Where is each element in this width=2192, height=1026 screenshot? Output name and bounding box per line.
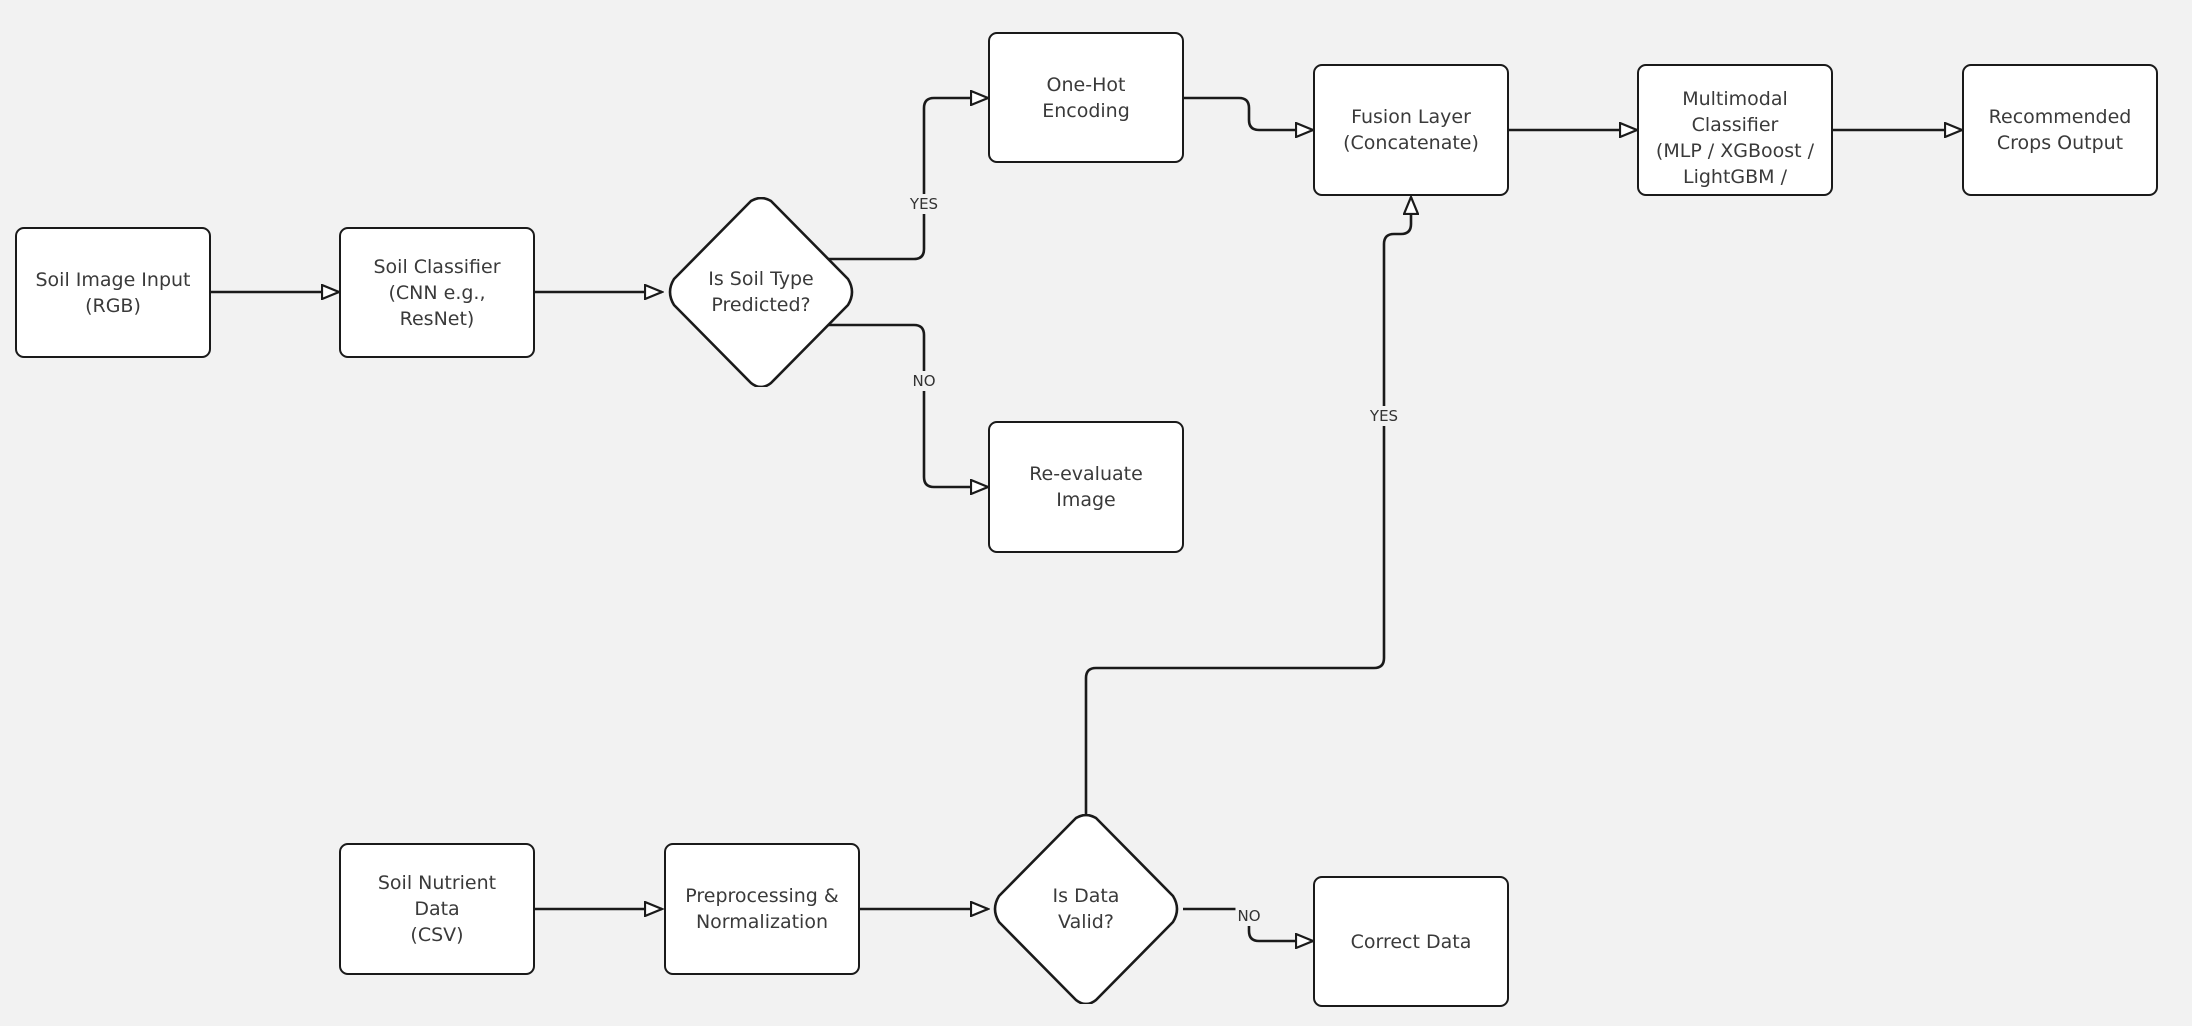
node-fusion-layer-label: Fusion Layer (Concatenate) bbox=[1343, 106, 1479, 154]
node-multimodal-classifier-label: Multimodal Classifier (MLP / XGBoost / L… bbox=[1655, 88, 1815, 188]
node-re-evaluate-image[interactable]: Re-evaluate Image bbox=[988, 421, 1184, 553]
edge-label-data-valid-no: NO bbox=[1235, 906, 1263, 926]
node-soil-nutrient-data[interactable]: Soil Nutrient Data (CSV) bbox=[339, 843, 535, 975]
node-preprocessing-normalization[interactable]: Preprocessing & Normalization bbox=[664, 843, 860, 975]
edge-label-data-valid-yes: YES bbox=[1367, 406, 1401, 426]
edge-label-soil-type-no: NO bbox=[910, 371, 938, 391]
node-preprocessing-normalization-label: Preprocessing & Normalization bbox=[685, 885, 839, 933]
edge-data-valid-yes-to-fusion bbox=[1084, 197, 1411, 815]
edge-one-hot-to-fusion bbox=[1183, 96, 1313, 130]
decision-diamond-shape bbox=[993, 814, 1179, 1004]
edge-label-soil-type-yes: YES bbox=[907, 194, 941, 214]
edge-soil-type-yes-to-one-hot bbox=[827, 98, 988, 261]
node-soil-classifier-label: Soil Classifier (CNN e.g., ResNet) bbox=[373, 255, 501, 330]
node-re-evaluate-image-label: Re-evaluate Image bbox=[1029, 463, 1143, 511]
node-multimodal-classifier[interactable]: Multimodal Classifier (MLP / XGBoost / L… bbox=[1637, 64, 1833, 196]
node-recommended-crops-output-label: Recommended Crops Output bbox=[1988, 106, 2132, 154]
node-soil-image-input[interactable]: Soil Image Input (RGB) bbox=[15, 227, 211, 358]
node-one-hot-encoding-label: One-Hot Encoding bbox=[1042, 73, 1130, 122]
decision-diamond-shape bbox=[668, 197, 854, 387]
edge-soil-type-no-to-re-evaluate bbox=[827, 323, 988, 487]
node-soil-classifier[interactable]: Soil Classifier (CNN e.g., ResNet) bbox=[339, 227, 535, 358]
decision-is-data-valid-label: Is Data Valid? bbox=[1052, 885, 1120, 933]
node-soil-nutrient-data-label: Soil Nutrient Data (CSV) bbox=[377, 872, 497, 946]
node-correct-data-label: Correct Data bbox=[1350, 930, 1472, 953]
node-soil-image-input-label: Soil Image Input (RGB) bbox=[35, 268, 191, 317]
node-correct-data[interactable]: Correct Data bbox=[1313, 876, 1509, 1007]
node-one-hot-encoding[interactable]: One-Hot Encoding bbox=[988, 32, 1184, 163]
decision-is-soil-type-predicted-label: Is Soil Type Predicted? bbox=[708, 268, 814, 316]
decision-is-data-valid[interactable]: Is Data Valid? bbox=[991, 814, 1181, 1004]
decision-is-soil-type-predicted[interactable]: Is Soil Type Predicted? bbox=[666, 197, 856, 387]
node-recommended-crops-output[interactable]: Recommended Crops Output bbox=[1962, 64, 2158, 196]
node-fusion-layer[interactable]: Fusion Layer (Concatenate) bbox=[1313, 64, 1509, 196]
